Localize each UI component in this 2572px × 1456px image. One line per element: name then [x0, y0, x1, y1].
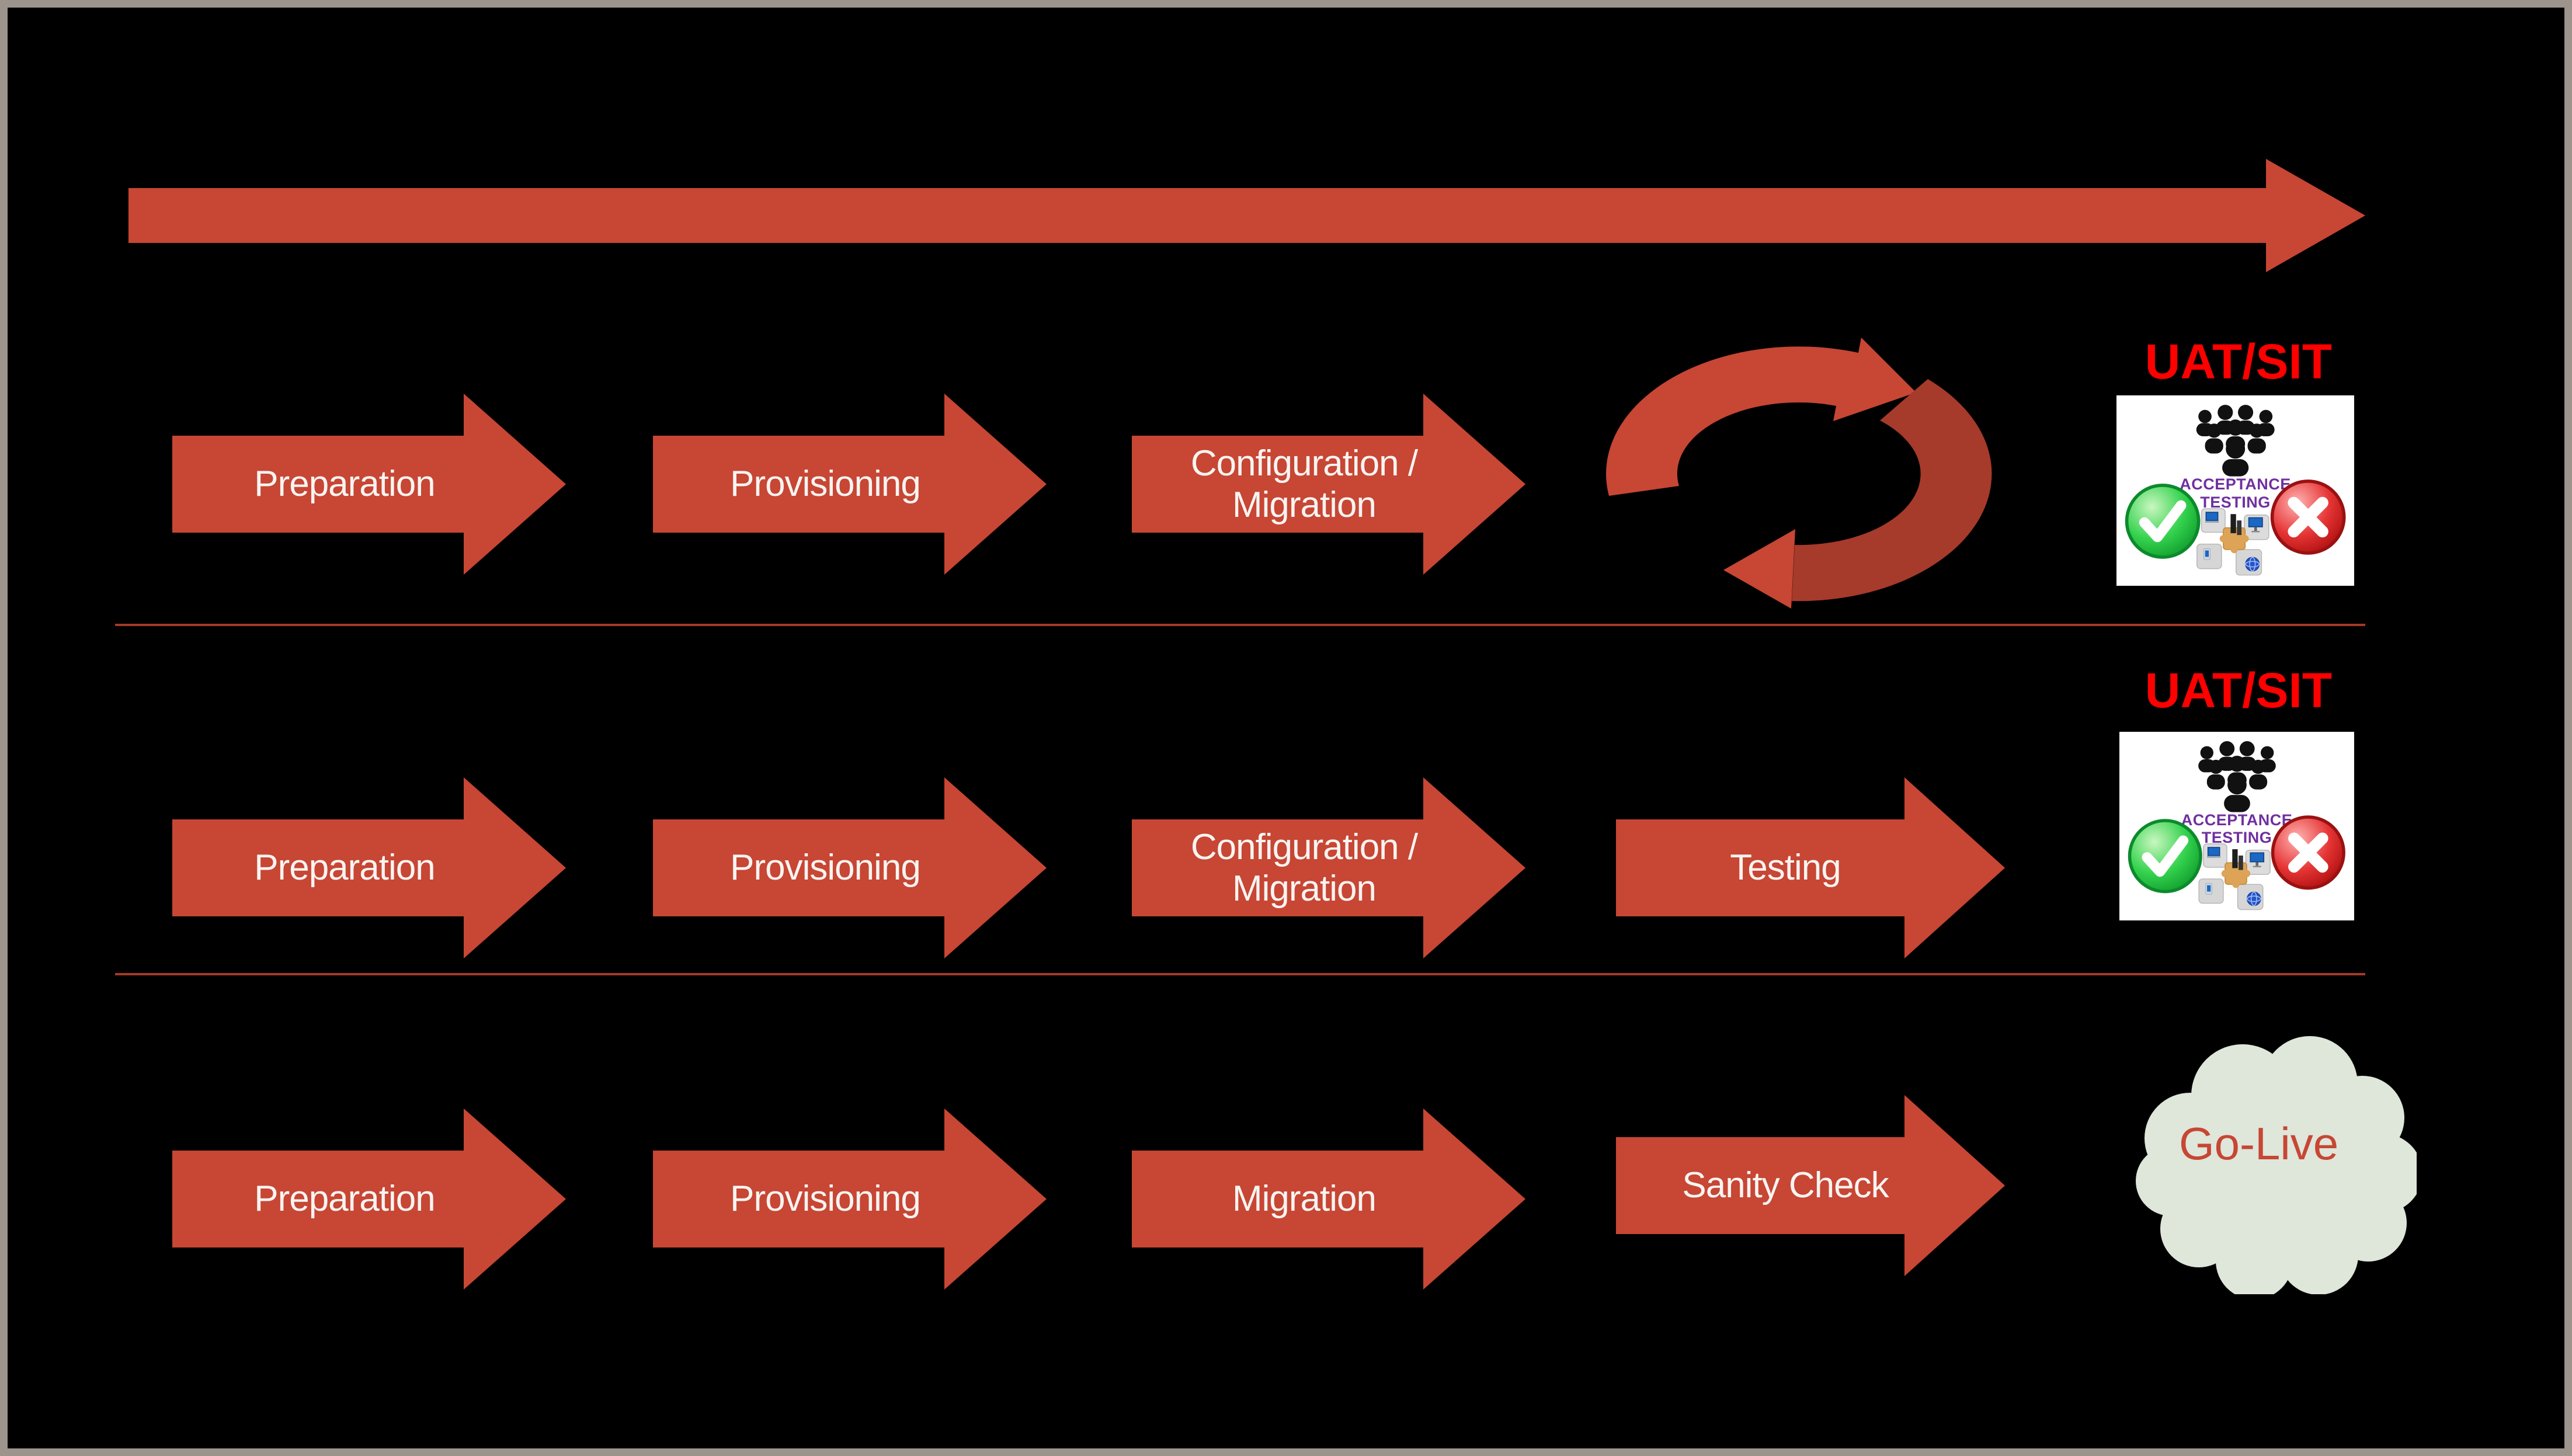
- arrow-row1-provisioning: Provisioning: [653, 394, 1047, 575]
- circular-arrows-icon: [1606, 338, 1992, 609]
- uat-sit-label-row2: UAT/SIT: [2145, 663, 2333, 718]
- arrow-row3-provisioning: Provisioning: [653, 1108, 1047, 1290]
- arrow-label: Preparation: [254, 1179, 436, 1219]
- cloud-icon: [2136, 1036, 2417, 1294]
- arrow-row2-provisioning: Provisioning: [653, 777, 1047, 958]
- uat-sit-label-row1: UAT/SIT: [2145, 334, 2333, 389]
- right-arrow-icon: [128, 159, 2365, 272]
- crowd-icon: [2198, 741, 2276, 812]
- arrow-label: Sanity Check: [1682, 1165, 1889, 1206]
- iteration-cycle-icon: [1588, 336, 2010, 611]
- arrow-label: Provisioning: [730, 464, 921, 505]
- arrow-row3-sanity-check: Sanity Check: [1616, 1095, 2005, 1276]
- cross-icon: [2271, 815, 2346, 890]
- arrow-label: Configuration / Migration: [1190, 826, 1418, 909]
- go-live-label: Go-Live: [2178, 1118, 2339, 1170]
- check-icon: [2125, 483, 2201, 559]
- go-live-cloud: Go-Live: [2135, 1030, 2417, 1294]
- arrow-row2-configuration-migration: Configuration / Migration: [1132, 777, 1525, 958]
- acceptance-testing-image-row1: ACCEPTANCE TESTING: [2116, 395, 2354, 586]
- acceptance-testing-image-row2: ACCEPTANCE TESTING: [2119, 732, 2354, 920]
- cross-icon: [2270, 479, 2345, 555]
- arrow-label: Testing: [1730, 847, 1841, 888]
- arrow-label: Preparation: [254, 847, 436, 888]
- check-icon: [2128, 819, 2202, 894]
- arrow-label: Provisioning: [730, 1179, 921, 1219]
- arrow-label: Preparation: [254, 464, 436, 505]
- row-separator-2: [115, 973, 2365, 975]
- acceptance-testing-title-line1: ACCEPTANCE: [2180, 475, 2291, 493]
- timeline-arrow: [128, 159, 2365, 272]
- arrow-label: Provisioning: [730, 847, 921, 888]
- row-separator-1: [115, 624, 2365, 626]
- arrow-row1-preparation: Preparation: [172, 394, 566, 575]
- arrow-label: Migration: [1232, 1179, 1377, 1219]
- arrow-label: Configuration / Migration: [1190, 443, 1418, 525]
- arrow-row3-preparation: Preparation: [172, 1108, 566, 1290]
- integration-puzzle-graphic: [2196, 508, 2269, 575]
- arrow-row3-migration: Migration: [1132, 1108, 1525, 1290]
- crowd-icon: [2196, 404, 2275, 477]
- arrow-row2-preparation: Preparation: [172, 777, 566, 958]
- arrow-row1-configuration-migration: Configuration / Migration: [1132, 394, 1525, 575]
- acceptance-testing-title-line1: ACCEPTANCE: [2181, 811, 2293, 829]
- integration-puzzle-graphic: [2198, 843, 2271, 911]
- arrow-row2-testing: Testing: [1616, 777, 2005, 958]
